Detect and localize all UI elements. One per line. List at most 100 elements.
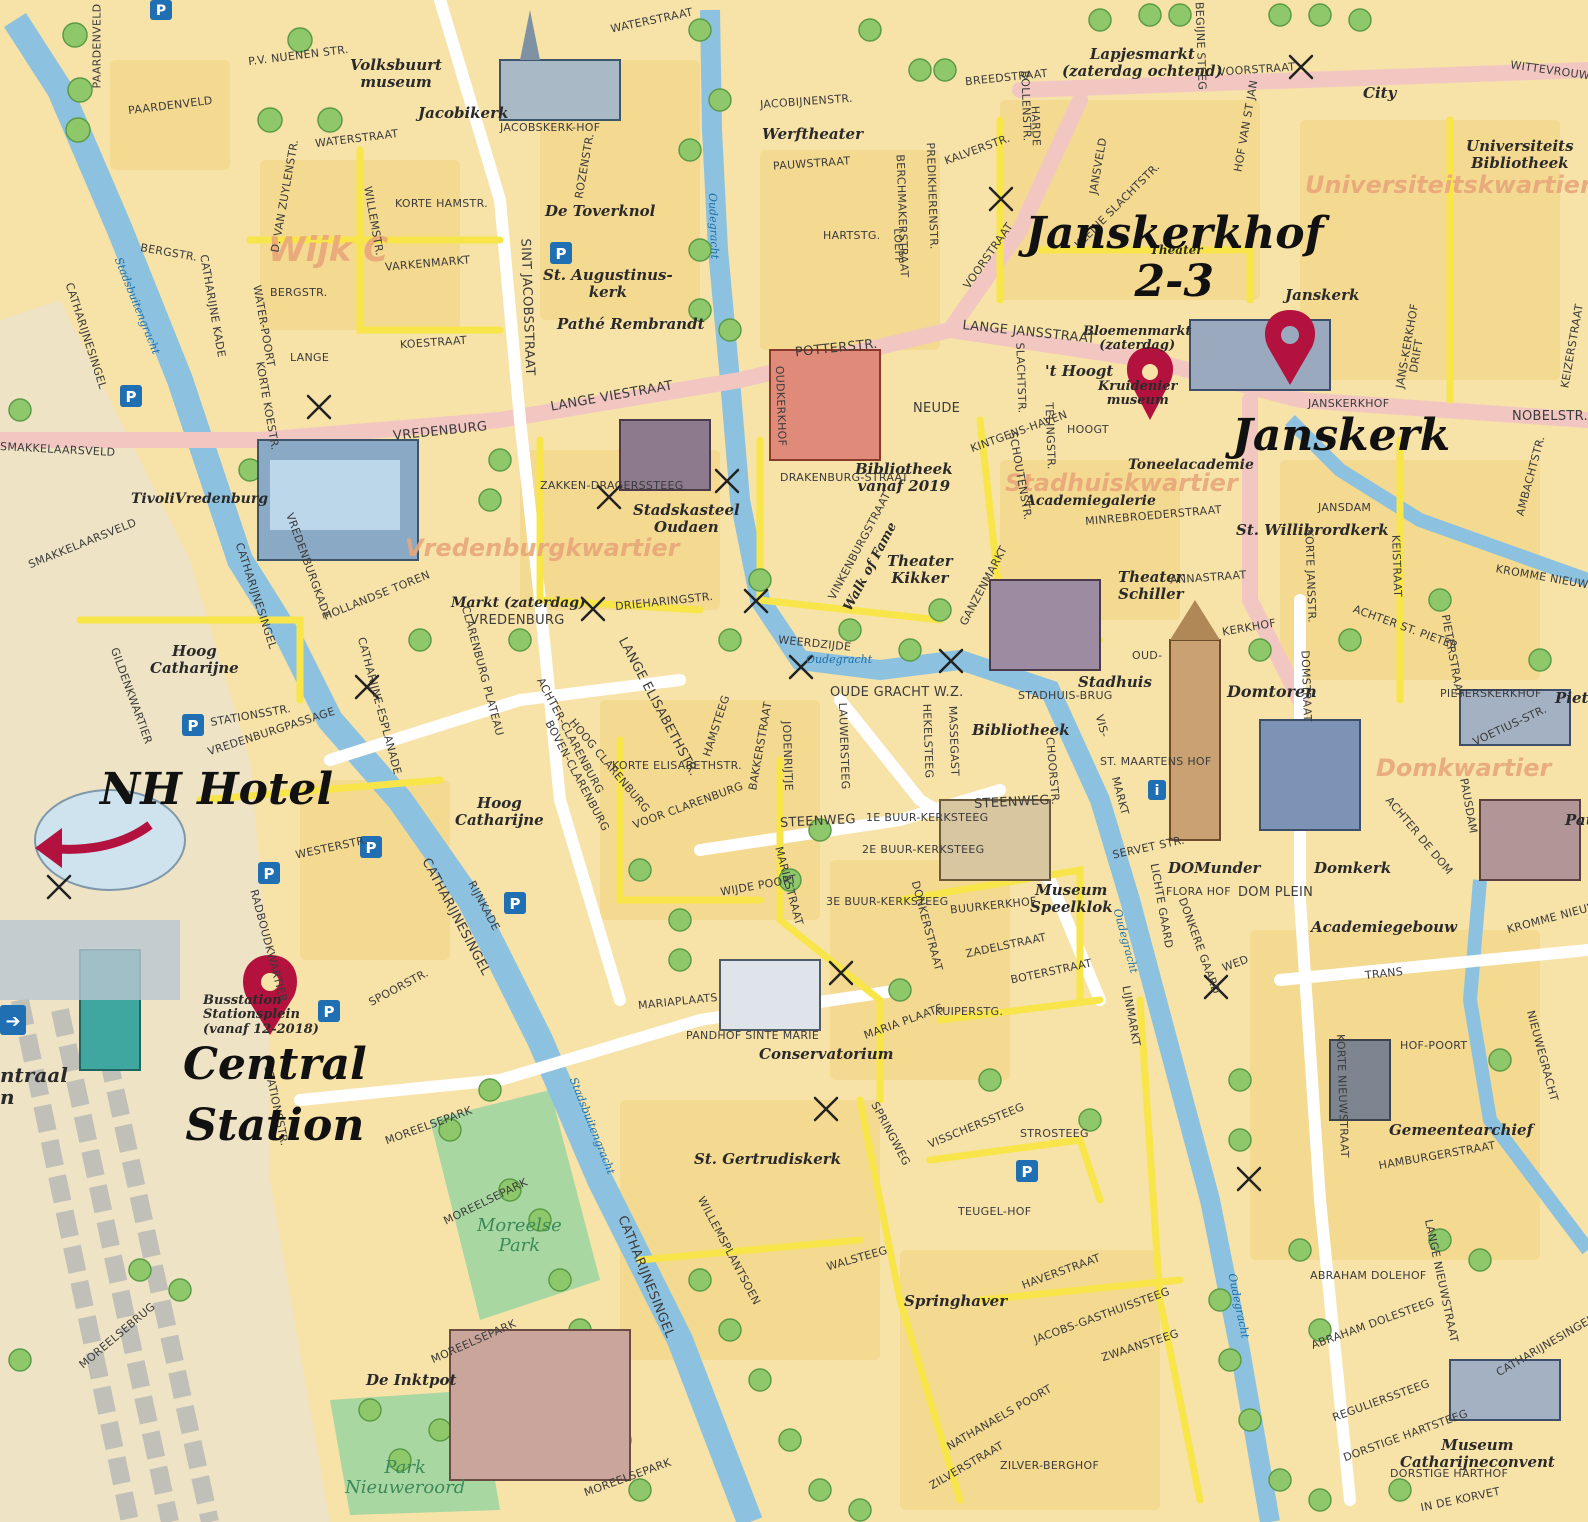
stadhuis-building bbox=[989, 579, 1101, 671]
poi-werftheater[interactable]: Werftheater bbox=[762, 125, 863, 143]
location-marker-janskerk bbox=[1264, 310, 1316, 385]
poi-springhaver[interactable]: Springhaver bbox=[904, 1292, 1008, 1310]
location-marker-central-station bbox=[243, 955, 297, 1035]
parking-icon: P bbox=[182, 714, 204, 736]
svg-text:P: P bbox=[188, 717, 199, 735]
pieterskerk-building bbox=[1459, 689, 1571, 746]
poi-bloemenmarkt[interactable]: Bloemenmarkt(zaterdag) bbox=[1083, 324, 1192, 354]
street-label: HOOGT bbox=[1067, 423, 1109, 436]
poi-city[interactable]: City bbox=[1363, 84, 1397, 102]
poi-st-willibrordkerk[interactable]: St. Willibrordkerk bbox=[1236, 521, 1389, 539]
poi-de-inktpot[interactable]: De Inktpot bbox=[366, 1371, 457, 1389]
street-label: NEUDE bbox=[913, 401, 961, 416]
street-label: OUDE GRACHT W.Z. bbox=[830, 685, 964, 700]
poi-jacobikerk[interactable]: Jacobikerk bbox=[418, 104, 509, 122]
poi-pieterskerk-partial[interactable]: Pieterskerk bbox=[1555, 689, 1588, 707]
svg-text:P: P bbox=[556, 245, 567, 263]
poi-t-hoogt[interactable]: 't Hoogt bbox=[1045, 362, 1114, 380]
poi-toneelacademie[interactable]: Toneelacademie bbox=[1128, 457, 1254, 473]
street-label: 3E BUUR-KERKSTEEG bbox=[826, 895, 949, 908]
street-label: OUDKERKHOF bbox=[772, 365, 789, 447]
restaurant-icon bbox=[1236, 1166, 1262, 1192]
poi-theater-janskerkhof[interactable]: Theater bbox=[1150, 243, 1203, 257]
poi-domunder[interactable]: DOMunder bbox=[1168, 859, 1261, 877]
poi-tivolivredenburg[interactable]: TivoliVredenburg bbox=[131, 491, 268, 507]
street-label: TEUGEL-HOF bbox=[958, 1205, 1032, 1218]
poi-domtoren[interactable]: Domtoren bbox=[1227, 682, 1317, 701]
street-label: PIETERSKERKHOF bbox=[1440, 687, 1542, 700]
restaurant-icon bbox=[813, 1096, 839, 1122]
train-station-icon: ➔ bbox=[0, 1005, 26, 1035]
svg-text:i: i bbox=[1155, 783, 1160, 799]
parking-icon: P bbox=[550, 242, 572, 264]
street-label: JACOBSKERK-HOF bbox=[500, 121, 601, 134]
poi-gemeentearchief[interactable]: Gemeentearchief bbox=[1389, 1121, 1534, 1139]
info-icon: i bbox=[1148, 780, 1166, 800]
restaurant-icon bbox=[988, 186, 1014, 212]
poi-academiegebouw[interactable]: Academiegebouw bbox=[1311, 918, 1457, 936]
street-label: SLACHTSTR. bbox=[1013, 342, 1029, 414]
street-label: ZILVER-BERGHOF bbox=[1000, 1459, 1100, 1472]
restaurant-icon bbox=[828, 960, 854, 986]
railway bbox=[11, 998, 219, 1522]
district-universiteitskwartier: Universiteitskwartier bbox=[1305, 171, 1588, 199]
poi-pathe-rembrandt[interactable]: Pathé Rembrandt bbox=[557, 315, 705, 333]
restaurant-icon bbox=[46, 874, 72, 900]
poi-academiegalerie[interactable]: Academiegalerie bbox=[1025, 493, 1156, 509]
poi-st-gertrudiskerk[interactable]: St. Gertrudiskerk bbox=[694, 1150, 842, 1168]
poi-pau-partial[interactable]: Pau bbox=[1565, 811, 1588, 829]
svg-text:P: P bbox=[366, 839, 377, 857]
gemeentearchief-building bbox=[1329, 1039, 1391, 1121]
moreelse-park bbox=[430, 1090, 600, 1320]
street-label: PREDIKHERENSTR. bbox=[923, 142, 941, 250]
label-janskerk[interactable]: Janskerk bbox=[1232, 410, 1451, 461]
label-nh-hotel[interactable]: NH Hotel bbox=[100, 764, 334, 815]
label-janskerkhof-2-3[interactable]: Janskerkhof 2-3 bbox=[1025, 208, 1324, 308]
poi-janskerk-small[interactable]: Janskerk bbox=[1285, 286, 1360, 304]
poi-bibliotheek[interactable]: Bibliotheek bbox=[972, 721, 1070, 739]
canal-label: Oudegracht bbox=[705, 192, 722, 260]
poi-st-augustinuskerk[interactable]: St. Augustinus-kerk bbox=[543, 266, 673, 301]
street-label: KUIPERSTG. bbox=[935, 1005, 1004, 1018]
street-label: PAARDENVELD bbox=[90, 3, 104, 89]
poi-stadhuis[interactable]: Stadhuis bbox=[1078, 673, 1152, 691]
kromme-nieuwegracht bbox=[1285, 415, 1588, 587]
nh-hotel-arrowhead bbox=[35, 828, 62, 868]
parking-icon: P bbox=[150, 0, 172, 20]
parking-icon: P bbox=[360, 836, 382, 858]
street-label: OUD- bbox=[1132, 649, 1163, 662]
poi-conservatorium[interactable]: Conservatorium bbox=[759, 1045, 894, 1063]
label-central-station[interactable]: Central Station bbox=[183, 1039, 367, 1151]
nieuwegracht bbox=[1462, 879, 1588, 1255]
restaurant-icon bbox=[938, 648, 964, 674]
street-label: HEKELSTEEG bbox=[920, 703, 936, 779]
street-label: NOBELSTR. bbox=[1512, 409, 1588, 424]
street-label: LAUWERSTEEG bbox=[835, 702, 852, 790]
street-label: BERGSTR. bbox=[270, 286, 328, 299]
restaurant-icon bbox=[580, 596, 606, 622]
poi-domkerk[interactable]: Domkerk bbox=[1314, 859, 1392, 877]
poi-lapjesmarkt[interactable]: Lapjesmarkt(zaterdag ochtend) bbox=[1062, 45, 1223, 80]
district-domkwartier: Domkwartier bbox=[1376, 754, 1552, 782]
street-label: 2E BUUR-KERKSTEEG bbox=[862, 843, 985, 856]
parking-icon: P bbox=[120, 385, 142, 407]
poi-de-toverknol[interactable]: De Toverknol bbox=[545, 202, 656, 220]
academiegebouw-building bbox=[1479, 799, 1581, 881]
street-label: JANSKERKHOF bbox=[1308, 397, 1390, 410]
poi-markt-zaterdag[interactable]: Markt (zaterdag) bbox=[451, 595, 586, 611]
street-label: LANGE bbox=[290, 351, 330, 364]
